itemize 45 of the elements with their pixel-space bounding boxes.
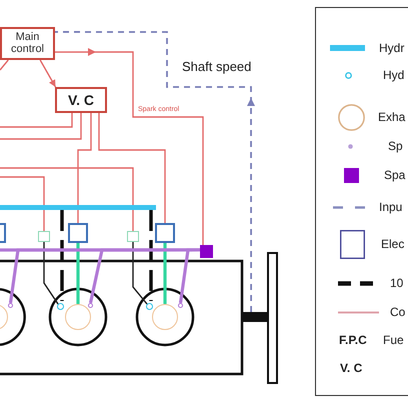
exhaust-valve-ring bbox=[0, 304, 8, 330]
legend-label: Spa bbox=[384, 168, 406, 182]
valve-box bbox=[0, 223, 6, 243]
spark-plug-dot bbox=[178, 303, 183, 308]
abbreviation-label: V. C bbox=[340, 361, 362, 375]
connector-line bbox=[0, 176, 45, 231]
connector-line bbox=[178, 248, 200, 304]
spark-plug-dot bbox=[88, 303, 93, 308]
connector-line bbox=[0, 113, 73, 128]
valve-box bbox=[155, 223, 175, 243]
connector-line bbox=[43, 242, 59, 304]
small-valve-box bbox=[38, 231, 50, 242]
legend-label: Sp bbox=[388, 139, 403, 153]
legend-label: 10 bbox=[390, 276, 404, 290]
spark-control-box bbox=[200, 245, 213, 258]
connector-line bbox=[132, 242, 148, 304]
abbreviation-label: F.P.C bbox=[339, 333, 367, 347]
connector-line bbox=[0, 113, 82, 140]
connector-line bbox=[0, 60, 9, 70]
hydraulic-valve-ring bbox=[57, 303, 64, 310]
legend-label: Elec bbox=[381, 237, 404, 251]
legend-label: Co bbox=[390, 305, 406, 319]
hydraulic-valve-ring bbox=[146, 303, 153, 310]
connector-line bbox=[0, 167, 134, 231]
shaft-bar bbox=[242, 312, 268, 322]
controller-box: Main control bbox=[0, 27, 55, 60]
legend-label: Fue bbox=[383, 333, 404, 347]
small-valve-box bbox=[127, 231, 139, 242]
connector-line bbox=[76, 243, 80, 304]
connector-line bbox=[163, 243, 167, 304]
legend-label: Hyd bbox=[383, 68, 404, 82]
exhaust-valve-ring bbox=[65, 304, 91, 330]
edge-label: Shaft speed bbox=[181, 60, 252, 75]
exhaust-valve-ring bbox=[152, 304, 178, 330]
legend-label: Exha bbox=[378, 110, 406, 124]
legend-label: Hydr bbox=[379, 41, 404, 55]
connector-line bbox=[77, 113, 92, 223]
connector-line bbox=[98, 113, 166, 223]
controller-box: V. C bbox=[55, 87, 107, 113]
arrow bbox=[55, 48, 204, 245]
valve-box bbox=[68, 223, 88, 243]
arrow bbox=[55, 31, 255, 312]
arrow bbox=[40, 60, 56, 88]
legend-label: Inpu bbox=[379, 200, 402, 214]
spark-plug-dot bbox=[8, 303, 13, 308]
